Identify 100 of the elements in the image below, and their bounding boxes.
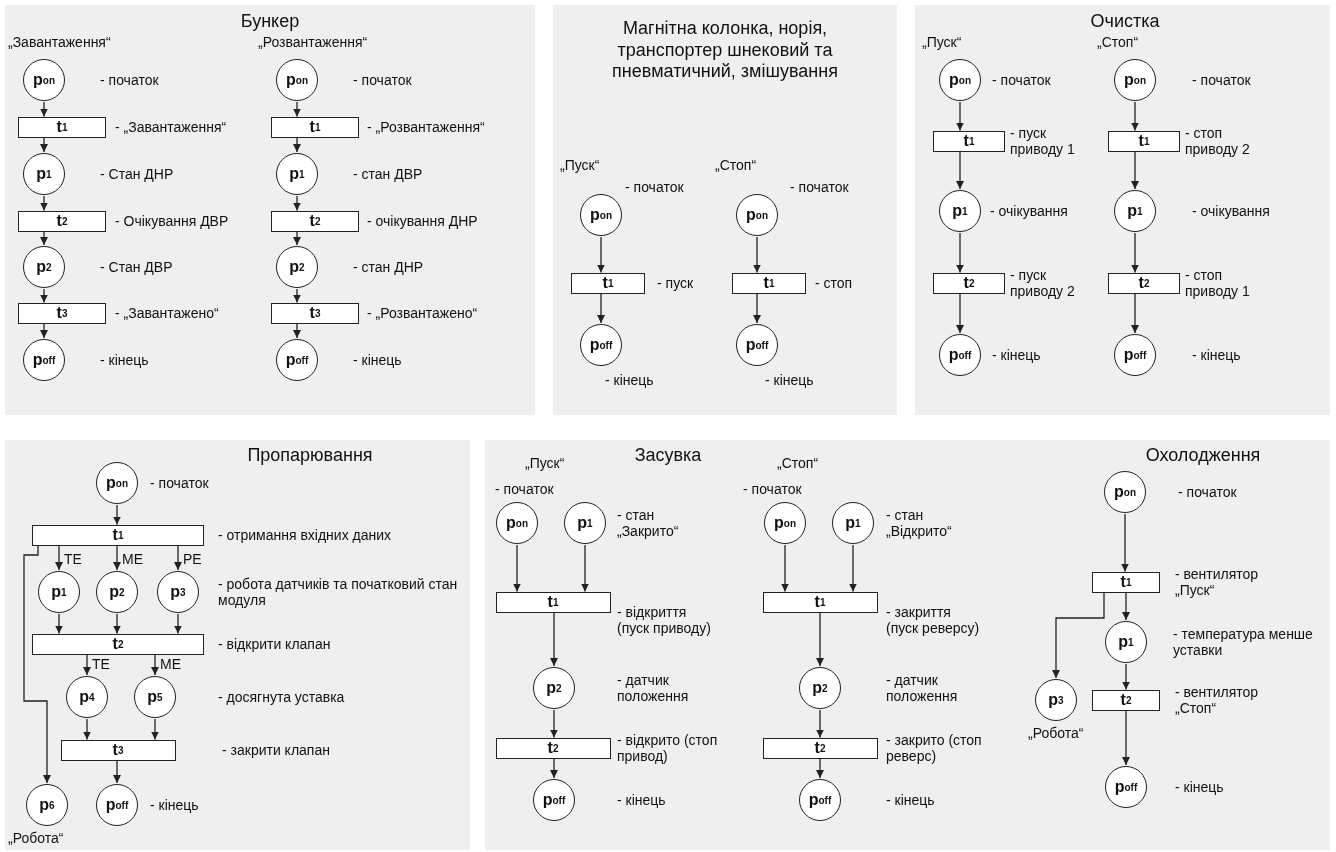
arrow (1122, 709, 1130, 766)
arrow (113, 613, 121, 635)
node-caption: - „Розвантажено“ (367, 304, 478, 322)
panel-background (553, 5, 897, 415)
arrow (956, 101, 964, 132)
node-caption: - Очікування ДВР (115, 212, 229, 230)
arrow (55, 544, 63, 571)
node-caption: - пуск приводу 2 (1010, 266, 1076, 300)
arrow (1131, 101, 1139, 132)
node-caption: - пуск приводу 1 (1010, 124, 1076, 158)
arrow (753, 292, 761, 324)
panel-background (5, 440, 470, 850)
edge-label: TE (64, 552, 82, 566)
node-caption: - кінець (353, 351, 402, 369)
arrow (1131, 150, 1139, 190)
arrow (550, 611, 558, 667)
node-caption: - очікування (990, 202, 1068, 220)
arrow (23, 544, 51, 784)
node-caption: - кінець (1192, 346, 1241, 364)
arrow (1131, 292, 1139, 334)
node-caption: - датчик положення (886, 671, 959, 705)
arrow (581, 544, 589, 593)
arrow (113, 544, 121, 571)
arrow (293, 136, 301, 153)
panel-title: Бункер (240, 11, 300, 33)
arrow (1122, 591, 1130, 621)
node-caption: „Завантаження“ (8, 33, 111, 51)
node-caption: „Робота“ (8, 829, 64, 847)
node-caption: - закрито (стоп реверс) (886, 731, 983, 765)
node-caption: - температура менше уставки (1173, 625, 1313, 659)
arrow (174, 613, 182, 635)
arrow (151, 718, 159, 741)
arrow (816, 757, 824, 779)
node-caption: - датчик положення (617, 671, 690, 705)
node-caption: „Стоп“ (1097, 33, 1139, 51)
node-caption: - стоп приводу 1 (1185, 266, 1251, 300)
arrow (1121, 513, 1129, 573)
arrow (956, 292, 964, 334)
arrow (40, 136, 48, 153)
arrow (293, 288, 301, 304)
node-caption: - кінець (992, 346, 1041, 364)
arrow (113, 504, 121, 526)
node-caption: - стоп приводу 2 (1185, 124, 1251, 158)
node-caption: - початок (1192, 71, 1251, 89)
node-caption: - отримання вхідних даних (218, 526, 392, 544)
panel-background (5, 5, 535, 415)
node-caption: - „Завантажено“ (115, 304, 219, 322)
arrow (849, 544, 857, 593)
arrow (550, 709, 558, 739)
node-caption: - кінець (886, 791, 935, 809)
node-caption: - пуск (657, 274, 694, 292)
node-caption: - початок (495, 480, 554, 498)
node-caption: - початок (625, 178, 684, 196)
node-caption: - „Завантаження“ (115, 118, 227, 136)
node-caption: - досягнута уставка (218, 688, 345, 706)
arrow (40, 230, 48, 246)
node-caption: - кінець (617, 791, 666, 809)
panel-background (915, 5, 1330, 415)
node-caption: - початок (353, 71, 412, 89)
node-caption: - закрити клапан (222, 741, 330, 759)
arrow (174, 544, 182, 571)
edge-label: ME (122, 552, 143, 566)
node-caption: - відкриття (пуск приводу) (617, 603, 712, 637)
node-caption: - початок (790, 178, 849, 196)
arrow (40, 288, 48, 304)
node-caption: „Стоп“ (715, 156, 757, 174)
node-caption: „Пуск“ (922, 33, 962, 51)
node-caption: - стан „Відкрито“ (886, 506, 953, 540)
node-caption: - початок (743, 480, 802, 498)
arrow (40, 195, 48, 212)
arrow (83, 718, 91, 741)
edge-label: ME (160, 657, 181, 671)
node-caption: - кінець (1175, 778, 1224, 796)
node-caption: „Стоп“ (777, 454, 819, 472)
arrow (550, 757, 558, 779)
arrow (956, 150, 964, 190)
panel-background (485, 440, 1330, 850)
panel-title: Охолодження (1145, 445, 1261, 467)
node-caption: - Стан ДНР (100, 165, 174, 183)
arrow (956, 232, 964, 274)
panel-title: Магнітна колонка, норія, транспортер шнековий та пневматичний, змішування (611, 17, 839, 83)
node-caption: - очікування (1192, 202, 1270, 220)
arrow (816, 611, 824, 667)
node-caption: „Пуск“ (525, 454, 565, 472)
node-caption: - закриття (пуск реверсу) (886, 603, 981, 637)
arrow (40, 322, 48, 339)
arrow (113, 759, 121, 784)
node-caption: - стан ДНР (353, 258, 424, 276)
arrow (151, 653, 159, 676)
node-caption: - відкрито (стоп привод) (617, 731, 719, 765)
panel-title: Засувка (634, 445, 702, 467)
node-caption: - вентилятор „Пуск“ (1175, 565, 1260, 599)
node-caption: - „Розвантаження“ (367, 118, 485, 136)
arrow (597, 236, 605, 274)
panel-title: Очистка (1090, 11, 1160, 33)
node-caption: - початок (992, 71, 1051, 89)
arrow (293, 322, 301, 339)
node-caption: - початок (1178, 483, 1237, 501)
arrow (293, 101, 301, 118)
node-caption: - стоп (815, 274, 853, 292)
